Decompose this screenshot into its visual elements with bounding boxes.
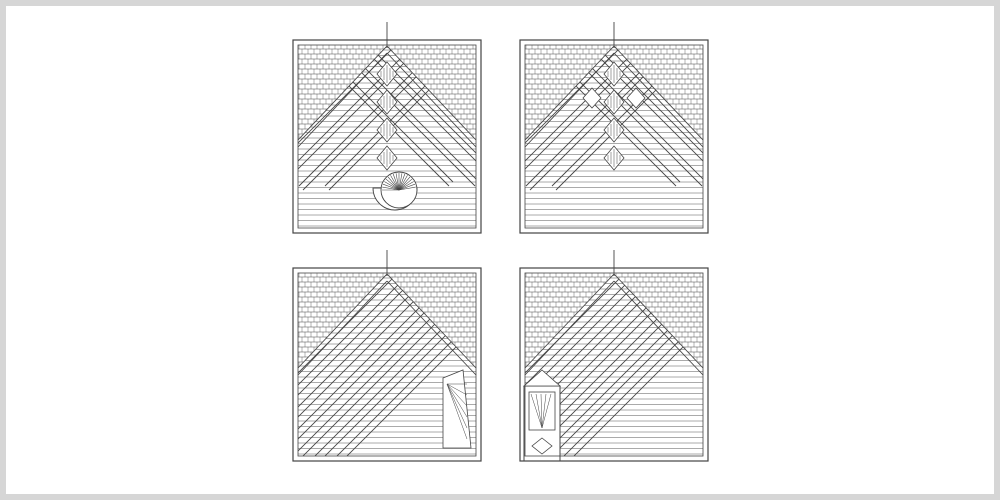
shingles xyxy=(525,273,703,368)
panel-bottom-left xyxy=(292,250,482,462)
gable-rake xyxy=(524,273,704,376)
panel-top-left xyxy=(292,22,482,234)
stickwork xyxy=(525,274,703,456)
panel-bottom-right xyxy=(519,250,709,462)
panel-top-right xyxy=(519,22,709,234)
stickwork xyxy=(298,274,476,456)
fan-vent xyxy=(442,369,472,449)
shingles xyxy=(298,273,476,368)
